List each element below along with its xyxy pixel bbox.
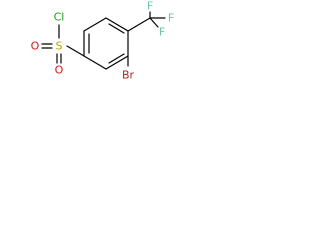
bromine-atom-label: Br — [122, 69, 135, 82]
ring-to-carbon-bond — [127, 17, 151, 32]
chlorine-atom-label: Cl — [54, 11, 65, 24]
benzene-ring — [83, 17, 129, 70]
sulfur-atom-label: S — [56, 40, 63, 53]
fluorine-atom-label: F — [147, 0, 153, 13]
fluorine-atom-label: F — [168, 12, 174, 25]
ring-bond — [105, 55, 129, 70]
fluorine-atom-label: F — [159, 26, 165, 39]
oxygen-atom-label: O — [31, 40, 40, 53]
ring-bond — [83, 55, 107, 70]
oxygen-atom-label: O — [55, 64, 64, 77]
sulfonyl-chloride-group — [41, 24, 85, 64]
ring-bond — [83, 17, 107, 32]
trifluoromethyl-group — [127, 11, 166, 32]
chemical-structure: Cl S O O Br F F F — [31, 0, 175, 82]
ring-double-bond — [108, 53, 125, 64]
ring-to-sulfur-bond — [66, 45, 85, 57]
ring-double-bond — [108, 23, 125, 34]
carbon-fluorine-bond — [149, 17, 159, 28]
ring-bond — [105, 17, 129, 32]
